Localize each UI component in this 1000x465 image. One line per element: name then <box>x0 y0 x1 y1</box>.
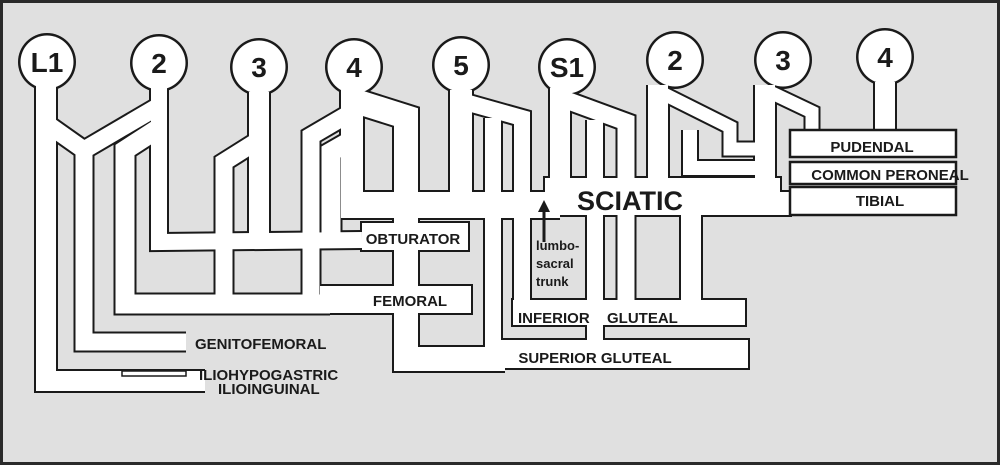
root-label: 2 <box>667 45 683 76</box>
terminal-boxes <box>121 128 958 377</box>
root-label: 5 <box>453 50 469 81</box>
common-peroneal-label: COMMON PERONEAL <box>811 167 969 184</box>
nerve-branch <box>215 132 264 302</box>
root-label: L1 <box>31 47 64 78</box>
terminal-nerve-box <box>788 185 958 217</box>
iliohypogastric-box <box>121 370 187 377</box>
terminal-nerve-box <box>788 128 958 159</box>
nerve-box <box>362 223 468 250</box>
root-label: 4 <box>877 42 893 73</box>
gluteal-label: GLUTEAL <box>607 310 678 327</box>
sciatic-label: SCIATIC <box>577 186 683 216</box>
nerve-branch <box>79 98 164 158</box>
superior-gluteal-label: SUPERIOR GLUTEAL <box>518 350 671 367</box>
root-label: 3 <box>251 52 267 83</box>
nerve-branch <box>151 88 363 251</box>
nerve-box <box>513 300 745 325</box>
iliohypogastric-label: ILIOHYPOGASTRIC <box>199 367 338 384</box>
nerve-branch <box>36 85 205 391</box>
root-circle <box>648 33 702 87</box>
pudendal-label: PUDENDAL <box>830 139 913 156</box>
root-label: S1 <box>550 52 584 83</box>
root-circle <box>232 40 286 94</box>
nerve-branch <box>302 104 357 302</box>
nerve-fills <box>20 30 912 391</box>
root-circle <box>434 38 488 92</box>
root-circle <box>327 40 381 94</box>
obturator-label: OBTURATOR <box>366 231 461 248</box>
terminal-nerve-box <box>788 160 958 186</box>
root-circle <box>20 35 74 89</box>
nerve-box <box>545 178 780 215</box>
root-label: 2 <box>151 48 167 79</box>
root-label: 3 <box>775 45 791 76</box>
tibial-label: TIBIAL <box>856 193 904 210</box>
trunk-label-1: lumbo- <box>536 238 579 253</box>
nerve-branch <box>683 130 765 175</box>
ilioinguinal-label: ILIOINGUINAL <box>218 381 320 398</box>
root-circle <box>756 33 810 87</box>
trunk-label-2: sacral <box>536 256 574 271</box>
nerve-branch <box>45 119 186 351</box>
root-circle <box>858 30 912 84</box>
femoral-label: FEMORAL <box>373 293 447 310</box>
trunk-label-3: trunk <box>536 274 569 289</box>
root-label: 4 <box>346 52 362 83</box>
root-circle <box>132 36 186 90</box>
root-circle <box>540 40 594 94</box>
nerve-branch <box>115 120 330 314</box>
nerve-branch <box>661 88 765 156</box>
nerve-branch <box>563 92 635 312</box>
nerve-box <box>320 286 471 313</box>
lumbosacral-trunk-arrow-icon <box>538 200 550 242</box>
genitofemoral-label: GENITOFEMORAL <box>195 336 326 353</box>
inferior-label: INFERIOR <box>518 310 590 327</box>
nerve-box <box>500 340 748 368</box>
